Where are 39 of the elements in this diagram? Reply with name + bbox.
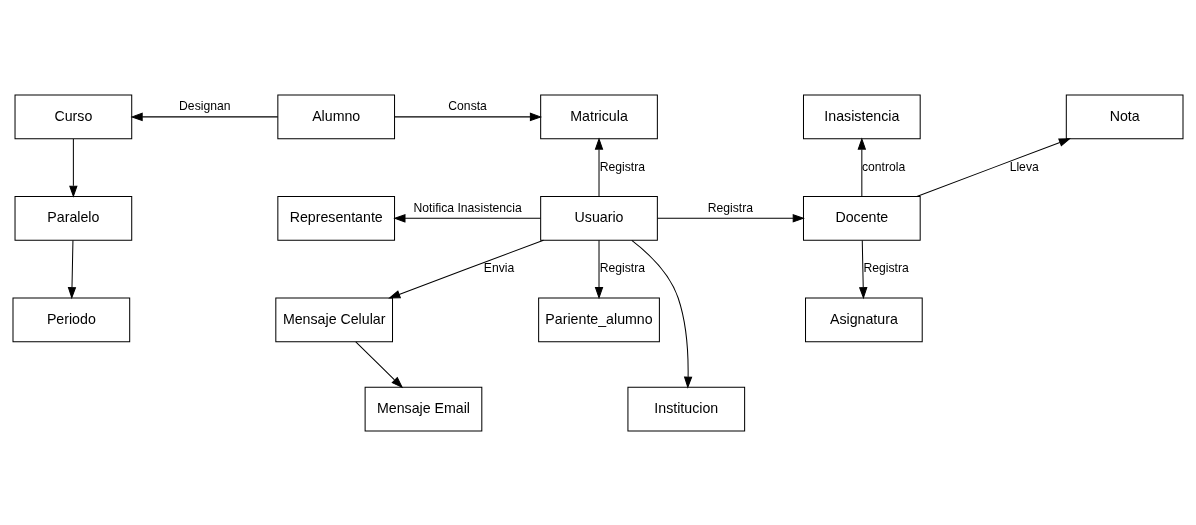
edge-label: controla [862, 159, 906, 174]
arrow [388, 239, 544, 299]
node-box: Matricula [540, 94, 658, 139]
arrow [916, 137, 1071, 197]
edge-label: Registra [599, 260, 645, 275]
arrow [393, 213, 542, 223]
node-box: Usuario [540, 195, 658, 241]
node-box: Alumno [277, 94, 396, 139]
node-box: Mensaje Celular [275, 297, 393, 342]
arrow [858, 239, 868, 299]
edge-label: Notifica Inasistencia [413, 200, 522, 215]
arrow [130, 112, 279, 121]
edge-label: Envia [483, 260, 515, 275]
arrow [657, 213, 805, 223]
arrow [394, 112, 543, 121]
arrow [69, 137, 78, 198]
edge-label: Registra [863, 260, 909, 275]
arrow [594, 239, 604, 299]
edge-label: Lleva [1009, 159, 1039, 174]
node-box: Institucion [627, 386, 746, 431]
arrow [857, 136, 867, 197]
node-box: Mensaje Email [364, 386, 483, 431]
edge-label: Registra [707, 200, 754, 215]
node-box: Pariente_alumno [538, 297, 660, 342]
arrow [631, 239, 693, 389]
edge-label: Designan [179, 98, 231, 113]
arrow [594, 136, 604, 197]
edge-label: Registra [599, 159, 645, 174]
node-box: Inasistencia [803, 94, 921, 139]
node-box: Periodo [12, 297, 131, 342]
edge-label: Consta [448, 98, 487, 113]
arrow [355, 340, 404, 388]
node-box: Docente [803, 195, 921, 241]
arrow [67, 239, 77, 299]
node-box: Curso [14, 94, 133, 139]
node-box: Nota [1065, 94, 1184, 139]
node-box: Paralelo [14, 195, 133, 241]
node-box: Asignatura [805, 297, 923, 342]
node-box: Representante [277, 195, 396, 241]
